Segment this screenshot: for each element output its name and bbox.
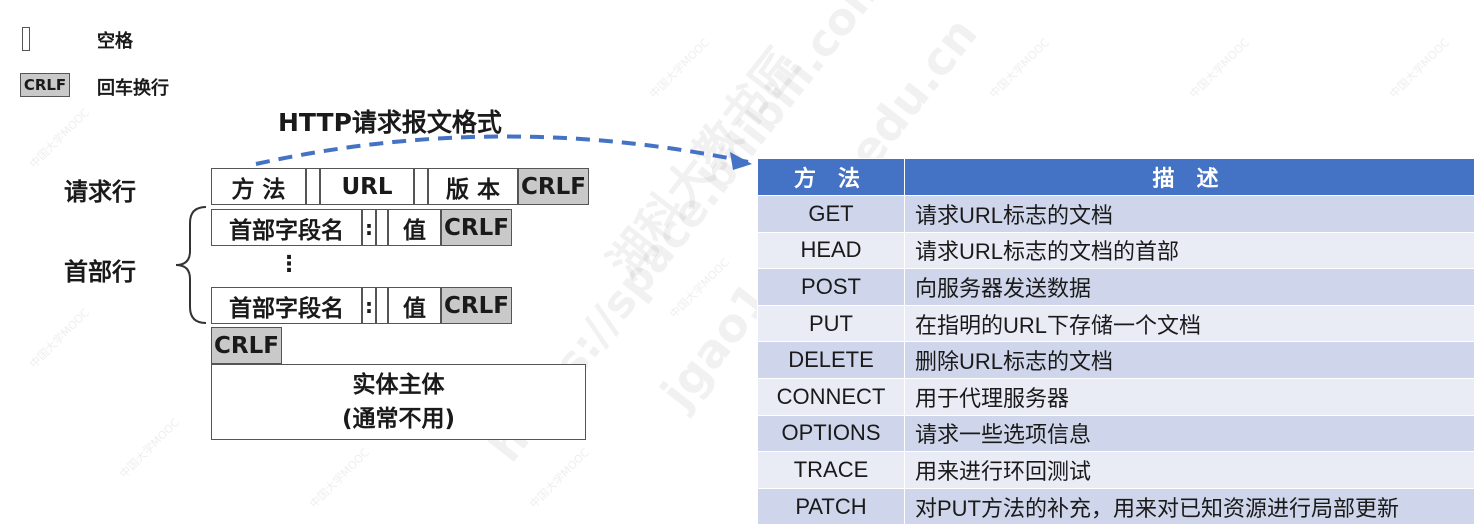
space-cell [376, 287, 388, 324]
table-row: GET 请求URL标志的文档 [757, 195, 1475, 233]
crlf-cell: CRLF [518, 168, 589, 205]
method-name: HEAD [757, 231, 905, 270]
header-field-name-cell: 首部字段名 [211, 287, 362, 324]
method-name: PATCH [757, 487, 905, 526]
header-field-name-cell: 首部字段名 [211, 209, 362, 246]
entity-body-line2: (通常不用) [341, 406, 456, 432]
method-name: POST [757, 268, 905, 306]
method-description: 用来进行环回测试 [904, 451, 1475, 489]
method-description: 删除URL标志的文档 [904, 341, 1475, 379]
value-cell: 值 [388, 287, 441, 324]
diagram-title: HTTP请求报文格式 [278, 108, 502, 137]
table-row: PATCH 对PUT方法的补充，用来对已知资源进行局部更新 [757, 487, 1475, 526]
methods-table: 方 法 描 述 GET 请求URL标志的文档 HEAD 请求URL标志的文档的首… [757, 158, 1475, 526]
method-cell: 方 法 [211, 168, 306, 205]
url-cell: URL [320, 168, 414, 205]
table-row: OPTIONS 请求一些选项信息 [757, 414, 1475, 453]
space-cell [306, 168, 320, 205]
method-name: DELETE [757, 341, 905, 379]
colon-cell: : [362, 209, 376, 246]
space-cell [376, 209, 388, 246]
method-description: 请求URL标志的文档 [904, 195, 1475, 233]
table-row: HEAD 请求URL标志的文档的首部 [757, 231, 1475, 270]
value-cell: 值 [388, 209, 441, 246]
entity-body: 实体主体 (通常不用) [211, 364, 586, 440]
table-row: POST 向服务器发送数据 [757, 268, 1475, 306]
space-label: 空格 [97, 31, 133, 52]
header-lines-label: 首部行 [64, 258, 136, 286]
method-description: 在指明的URL下存储一个文档 [904, 304, 1475, 343]
column-header-description: 描 述 [904, 158, 1475, 196]
crlf-cell: CRLF [441, 287, 512, 324]
brace-icon [175, 206, 207, 324]
method-description: 请求一些选项信息 [904, 414, 1475, 453]
column-header-method: 方 法 [757, 158, 905, 196]
table-row: PUT 在指明的URL下存储一个文档 [757, 304, 1475, 343]
method-name: PUT [757, 304, 905, 343]
method-description: 用于代理服务器 [904, 377, 1475, 416]
colon-cell: : [362, 287, 376, 324]
entity-body-line1: 实体主体 [352, 372, 445, 398]
request-line-label: 请求行 [64, 178, 136, 206]
table-row: TRACE 用来进行环回测试 [757, 451, 1475, 489]
method-name: CONNECT [757, 377, 905, 416]
space-cell [414, 168, 428, 205]
table-row: DELETE 删除URL标志的文档 [757, 341, 1475, 379]
table-row: CONNECT 用于代理服务器 [757, 377, 1475, 416]
method-description: 向服务器发送数据 [904, 268, 1475, 306]
method-description: 对PUT方法的补充，用来对已知资源进行局部更新 [904, 487, 1475, 526]
space-symbol [22, 27, 30, 51]
method-name: OPTIONS [757, 414, 905, 453]
crlf-cell: CRLF [441, 209, 512, 246]
version-cell: 版 本 [428, 168, 518, 205]
table-header-row: 方 法 描 述 [757, 158, 1475, 196]
ellipsis: ⋮ [278, 252, 300, 277]
method-name: GET [757, 195, 905, 233]
method-name: TRACE [757, 451, 905, 489]
blank-line-crlf: CRLF [211, 327, 282, 364]
crlf-symbol: CRLF [20, 73, 70, 97]
method-description: 请求URL标志的文档的首部 [904, 231, 1475, 270]
crlf-label: 回车换行 [97, 78, 169, 99]
